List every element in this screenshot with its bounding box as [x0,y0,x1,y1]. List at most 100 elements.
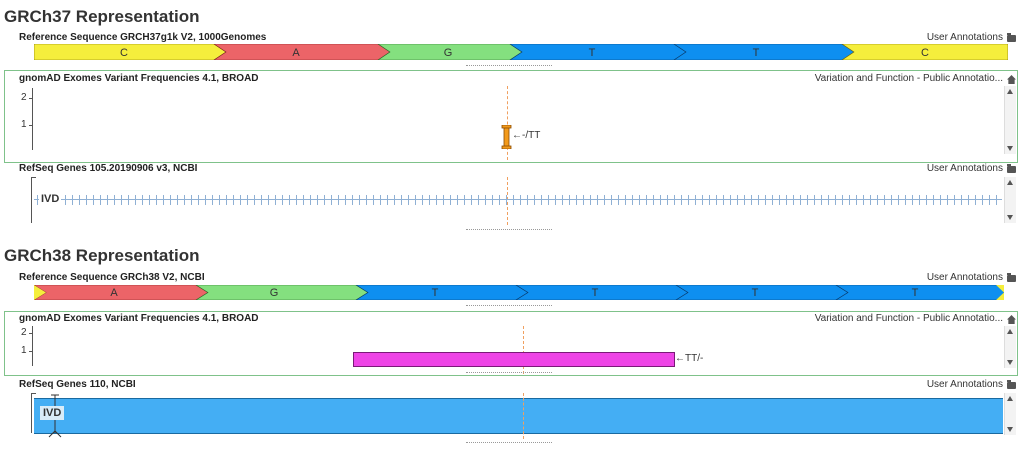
scroll-down-arrow-icon[interactable] [1007,360,1013,365]
track-left-border [31,393,32,433]
y-axis-tick [29,351,33,352]
y-axis-line [32,326,33,366]
grch37-genes-title[interactable]: RefSeq Genes 105.20190906 v3, NCBI [19,163,198,174]
grch37-refseq-title[interactable]: Reference Sequence GRCH37g1k V2, 1000Gen… [19,32,267,43]
scroll-up-arrow-icon[interactable] [1007,180,1013,185]
base-label: T [589,47,596,59]
base-g-segment [377,44,523,60]
base-a-segment [213,44,391,60]
base-c-segment [34,285,46,300]
gene-intron-line[interactable] [34,195,1002,205]
base-label: G [270,287,279,299]
y-axis-tick [29,98,33,99]
y-axis-tick-label: 1 [21,345,27,356]
user-annotations-label: User Annotations [926,272,1003,283]
position-marker-line [523,393,524,439]
track-left-border-tick [31,177,36,178]
resize-handle[interactable] [466,442,552,444]
user-annotations-label: User Annotations [926,32,1003,43]
deletion-label: ←TT/- [675,353,704,364]
grch38-gnomad-scrollbar[interactable] [1004,326,1016,368]
grch37-refseq-user-annotations[interactable]: User Annotations [927,32,1016,43]
base-label: A [110,287,118,299]
base-t-segment [515,285,689,300]
scroll-up-arrow-icon[interactable] [1007,89,1013,94]
scroll-up-arrow-icon[interactable] [1007,329,1013,334]
track-left-border-tick [31,393,36,394]
base-label: C [120,47,128,59]
scroll-down-arrow-icon[interactable] [1007,215,1013,220]
grch38-genes-user-annotations[interactable]: User Annotations [927,379,1016,390]
y-axis-tick [29,125,33,126]
home-icon[interactable] [1007,315,1016,324]
y-axis-tick [29,333,33,334]
base-t-segment [355,285,529,300]
home-icon[interactable] [1007,75,1016,84]
base-c-segment [34,44,227,60]
gene-exon-band[interactable] [34,398,1003,434]
folder-icon[interactable] [1007,380,1016,389]
position-marker-line [523,326,524,374]
track-left-border [31,177,32,223]
base-g-segment [195,285,369,300]
user-annotations-label: User Annotations [926,379,1003,390]
base-t-segment [673,44,855,60]
base-c-segment [841,44,1008,60]
gene-label[interactable]: IVD [39,193,62,205]
grch38-gnomad-public-annotations[interactable]: Variation and Function - Public Annotati… [815,313,1016,324]
base-label: C [921,47,929,59]
y-axis-tick-label: 2 [21,92,27,103]
gene-label[interactable]: IVD [40,406,65,420]
base-t-segment [835,285,1004,300]
grch37-genes-user-annotations[interactable]: User Annotations [927,163,1016,174]
variant-label: -/TT [522,130,541,141]
y-axis-tick-label: 2 [21,327,27,338]
resize-handle[interactable] [466,305,552,307]
scroll-down-arrow-icon[interactable] [1007,427,1013,432]
grch38-refseq-user-annotations[interactable]: User Annotations [927,272,1016,283]
folder-icon[interactable] [1007,273,1016,282]
resize-handle[interactable] [466,229,552,231]
base-label: T [752,287,759,299]
base-label: A [292,47,300,59]
base-t-segment [675,285,849,300]
grch37-gnomad-title[interactable]: gnomAD Exomes Variant Frequencies 4.1, B… [19,73,259,84]
scroll-up-arrow-icon[interactable] [1007,396,1013,401]
resize-handle[interactable] [466,372,552,374]
folder-icon[interactable] [1007,33,1016,42]
grch38-heading: GRCh38 Representation [4,246,200,265]
variant-label: TT/- [685,353,704,364]
folder-icon[interactable] [1007,164,1016,173]
deletion-bar[interactable] [353,352,675,367]
user-annotations-label: User Annotations [926,163,1003,174]
insertion-marker[interactable] [501,125,513,149]
base-t-segment [509,44,687,60]
base-label: G [444,47,453,59]
base-label: T [432,287,439,299]
y-axis-tick-label: 1 [21,119,27,130]
insertion-label: ←-/TT [512,130,541,141]
base-c-segment [996,285,1004,300]
public-annotations-label: Variation and Function - Public Annotati… [814,313,1003,324]
base-a-segment [34,285,209,300]
grch37-sequence-bar: C A G T T C [34,44,1008,60]
grch37-heading: GRCh37 Representation [4,7,200,26]
grch37-genes-scrollbar[interactable] [1004,177,1016,223]
grch38-genes-title[interactable]: RefSeq Genes 110, NCBI [19,379,136,390]
grch37-gnomad-panel [4,70,1018,163]
grch37-gnomad-public-annotations[interactable]: Variation and Function - Public Annotati… [815,73,1016,84]
position-marker-line [507,86,508,160]
scroll-down-arrow-icon[interactable] [1007,146,1013,151]
base-label: T [912,287,919,299]
grch38-sequence-bar: A G T T T T [34,285,1004,300]
grch38-gnomad-title[interactable]: gnomAD Exomes Variant Frequencies 4.1, B… [19,313,259,324]
resize-handle[interactable] [466,65,552,67]
grch37-gnomad-scrollbar[interactable] [1004,86,1016,154]
base-label: T [753,47,760,59]
grch38-gnomad-panel [4,311,1018,376]
grch38-genes-scrollbar[interactable] [1004,393,1016,435]
base-label: T [592,287,599,299]
grch38-refseq-title[interactable]: Reference Sequence GRCh38 V2, NCBI [19,272,205,283]
public-annotations-label: Variation and Function - Public Annotati… [814,73,1003,84]
y-axis-line [32,88,33,150]
